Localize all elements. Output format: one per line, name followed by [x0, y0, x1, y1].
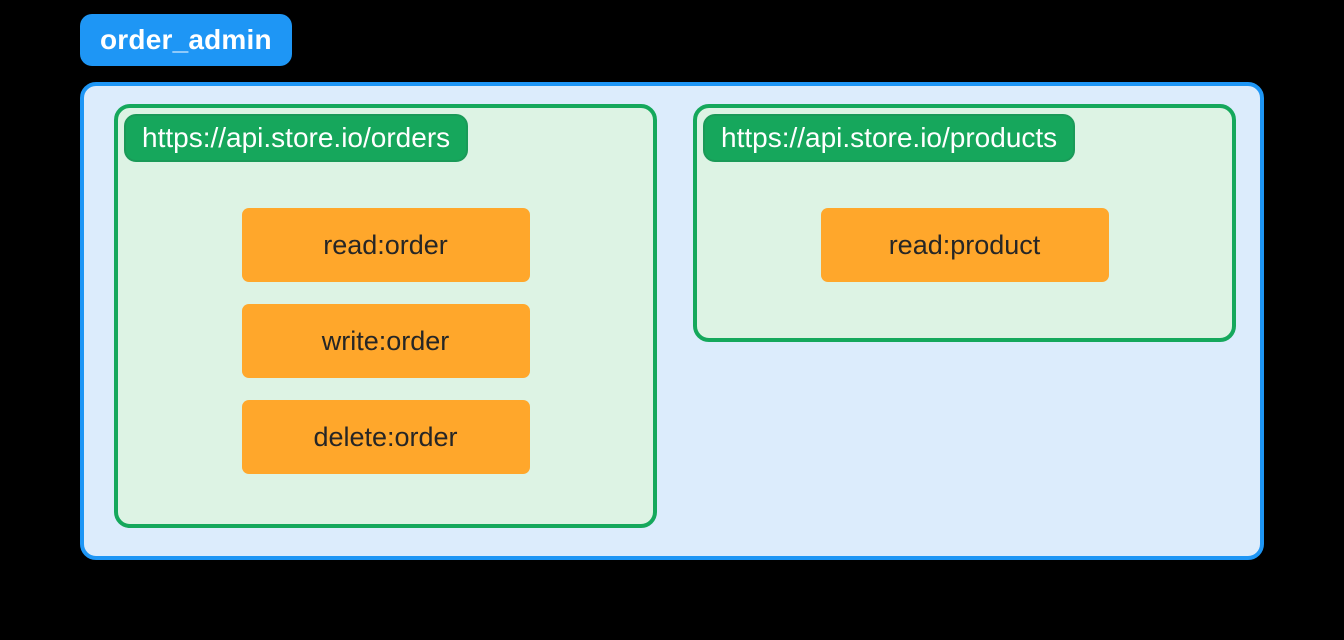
audience-badge-orders: https://api.store.io/orders: [124, 114, 469, 162]
role-container: https://api.store.io/orders read:order w…: [80, 82, 1264, 560]
scope-label-delete-order: delete:order: [313, 421, 458, 452]
audience-group-orders: https://api.store.io/orders read:order w…: [114, 104, 657, 528]
scope-chip-delete-order[interactable]: delete:order: [241, 400, 530, 474]
scope-label-read-product: read:product: [888, 229, 1041, 260]
audience-badge-products: https://api.store.io/products: [703, 114, 1076, 162]
scope-chip-write-order[interactable]: write:order: [241, 304, 530, 378]
scope-list-orders: read:order write:order delete:order: [118, 208, 653, 474]
scope-chip-read-order[interactable]: read:order: [241, 208, 530, 282]
role-title-label: order_admin: [100, 24, 272, 55]
scope-label-read-order: read:order: [323, 229, 448, 260]
audience-label-products: https://api.store.io/products: [721, 122, 1058, 153]
role-title-badge: order_admin: [80, 14, 292, 66]
scope-list-products: read:product: [697, 208, 1232, 282]
scope-chip-read-product[interactable]: read:product: [820, 208, 1109, 282]
audience-label-orders: https://api.store.io/orders: [142, 122, 451, 153]
scope-label-write-order: write:order: [321, 325, 450, 356]
audience-group-products: https://api.store.io/products read:produ…: [693, 104, 1236, 342]
